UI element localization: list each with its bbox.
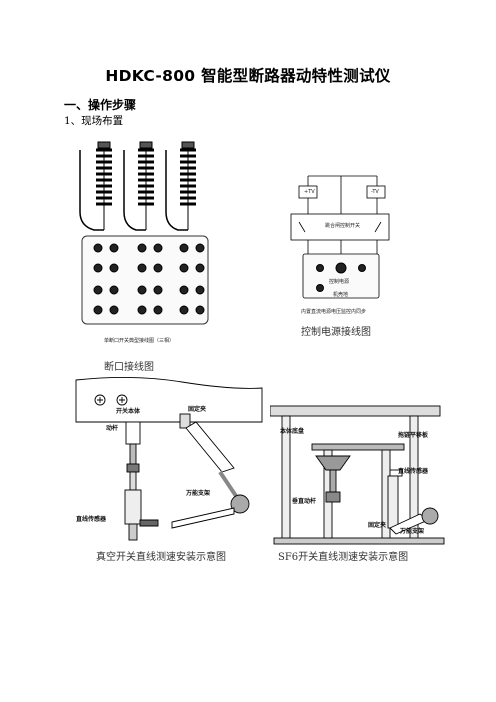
subsection-heading: 1、现场布置 bbox=[64, 115, 124, 127]
control-power-figure: +TV -TV 跳合闸控制开关 控制电源 机壳地 内置直流电源电压监控内同步 bbox=[285, 172, 395, 322]
vacuum-drawing bbox=[75, 376, 263, 541]
sf6-label-rod: 垂直动杆 bbox=[292, 498, 317, 505]
panel-label: 控制电源 bbox=[329, 279, 350, 285]
bushing-a bbox=[79, 141, 112, 231]
breaker-wiring-drawing bbox=[79, 141, 209, 325]
control-power-drawing bbox=[290, 175, 390, 299]
vacuum-caption: 真空开关直线测速安装示意图 bbox=[96, 552, 226, 563]
breaker-wiring-small-caption: 单断口开关典型接线图（三相） bbox=[104, 338, 175, 344]
document-title: HDKC-800 智能型断路器动特性测试仪 bbox=[105, 67, 391, 85]
bushing-c bbox=[165, 141, 196, 231]
sf6-label-plate: 拖链平移板 bbox=[398, 432, 429, 439]
vacuum-label-body: 开关本体 bbox=[116, 408, 141, 415]
sf6-caption: SF6开关直线测速安装示意图 bbox=[278, 552, 409, 563]
vacuum-label-sensor: 直线传感器 bbox=[76, 516, 107, 523]
sf6-drawing bbox=[269, 405, 445, 545]
sf6-figure: 本体底盘 拖链平移板 直线传感器 垂直动杆 固定夹 万能支架 bbox=[269, 400, 470, 548]
switch-label: 跳合闸控制开关 bbox=[325, 223, 361, 229]
sf6-label-bracket: 万能支架 bbox=[400, 528, 425, 535]
breaker-wiring-caption: 断口接线图 bbox=[104, 362, 154, 373]
sf6-label-body: 本体底盘 bbox=[280, 428, 305, 435]
vacuum-figure: 开关本体 固定夹 动杆 万能支架 直线传感器 bbox=[72, 372, 272, 552]
ground-label: 机壳地 bbox=[333, 292, 349, 298]
tv-plus-box: +TV bbox=[304, 189, 315, 195]
control-power-caption: 控制电源接线图 bbox=[301, 327, 371, 338]
sf6-label-sensor: 直线传感器 bbox=[398, 468, 429, 475]
vacuum-label-clamp: 固定夹 bbox=[188, 406, 207, 413]
tv-minus-box: -TV bbox=[371, 189, 379, 195]
vacuum-label-bracket: 万能支架 bbox=[186, 490, 211, 497]
bushing-b bbox=[123, 141, 154, 231]
breaker-wiring-figure: 单断口开关典型接线图（三相） bbox=[76, 140, 216, 348]
sf6-label-clamp: 固定夹 bbox=[368, 522, 387, 529]
control-power-small-caption: 内置直流电源电压监控内同步 bbox=[301, 309, 367, 315]
section-heading: 一、操作步骤 bbox=[64, 98, 137, 112]
vacuum-label-rod: 动杆 bbox=[106, 425, 119, 432]
